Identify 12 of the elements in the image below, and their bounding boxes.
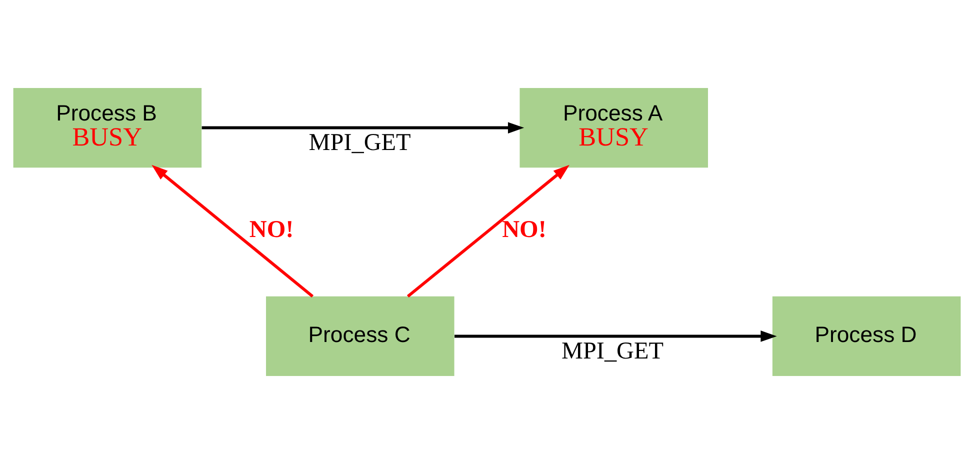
arrow <box>454 330 776 342</box>
edge-label: NO! <box>248 216 294 243</box>
node-box: Process D <box>772 296 960 376</box>
node-box: Process B BUSY <box>12 88 202 168</box>
node-box: Process A BUSY <box>519 88 708 168</box>
arrow <box>151 164 314 298</box>
edge-label: MPI_GET <box>561 337 664 364</box>
arrow <box>201 122 524 133</box>
edge-label: MPI_GET <box>308 128 410 156</box>
node-box: Process C <box>266 296 454 376</box>
arrow <box>406 164 569 298</box>
edge-label: NO! <box>502 216 546 243</box>
